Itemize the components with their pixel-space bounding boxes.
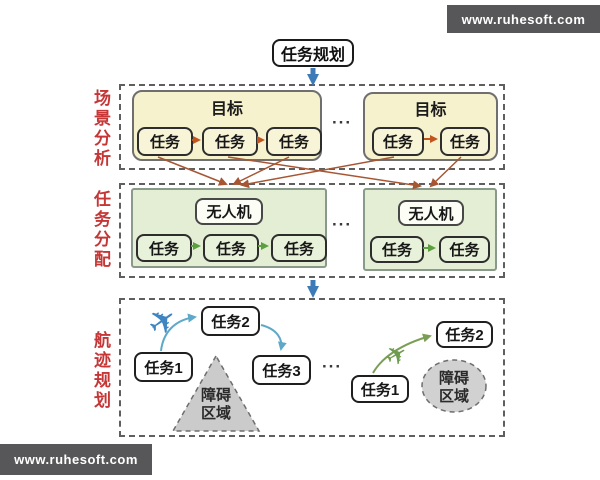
watermark-top: www.ruhesoft.com: [447, 5, 600, 33]
uav2-task-1: 任务: [370, 236, 424, 263]
watermark-bottom: www.ruhesoft.com: [0, 444, 152, 475]
target2-task-2: 任务: [440, 127, 490, 156]
uav-group-1: 无人机 任务 任务 任务: [131, 188, 327, 268]
uav-group-1-title: 无人机: [195, 198, 263, 225]
ellipsis-scenario: ···: [332, 113, 352, 132]
target-group-1: 目标 任务 任务 任务: [132, 90, 322, 161]
stage-label-task-allocation: 任务分配: [91, 190, 110, 270]
target1-task-1: 任务: [137, 127, 193, 156]
target1-task-3: 任务: [266, 127, 322, 156]
target2-task-1: 任务: [372, 127, 424, 156]
ellipsis-trajectory: ···: [322, 357, 342, 376]
uav1-task-3: 任务: [271, 234, 327, 262]
uav1-task-1: 任务: [136, 234, 192, 262]
trajectory-left-task-1: 任务1: [134, 352, 193, 382]
target1-task-2: 任务: [202, 127, 258, 156]
target-group-1-title: 目标: [210, 101, 243, 118]
uav1-task-2: 任务: [203, 234, 259, 262]
stage-label-scenario-analysis: 场景分析: [91, 89, 110, 169]
uav2-task-2: 任务: [439, 236, 490, 263]
trajectory-left-task-2: 任务2: [201, 306, 260, 336]
target-group-2-title: 目标: [414, 102, 447, 119]
trajectory-left-task-3: 任务3: [252, 355, 311, 385]
trajectory-right-task-1: 任务1: [351, 375, 409, 403]
trajectory-planning-frame: [119, 298, 505, 437]
target-group-2: 目标 任务 任务: [363, 92, 498, 161]
stage-label-trajectory-planning: 航迹规划: [91, 331, 110, 411]
uav-group-2: 无人机 任务 任务: [363, 188, 497, 271]
trajectory-right-task-2: 任务2: [436, 321, 493, 348]
mission-planning-node: 任务规划: [272, 39, 354, 67]
ellipsis-allocation: ···: [332, 215, 352, 234]
uav-group-2-title: 无人机: [398, 200, 464, 226]
